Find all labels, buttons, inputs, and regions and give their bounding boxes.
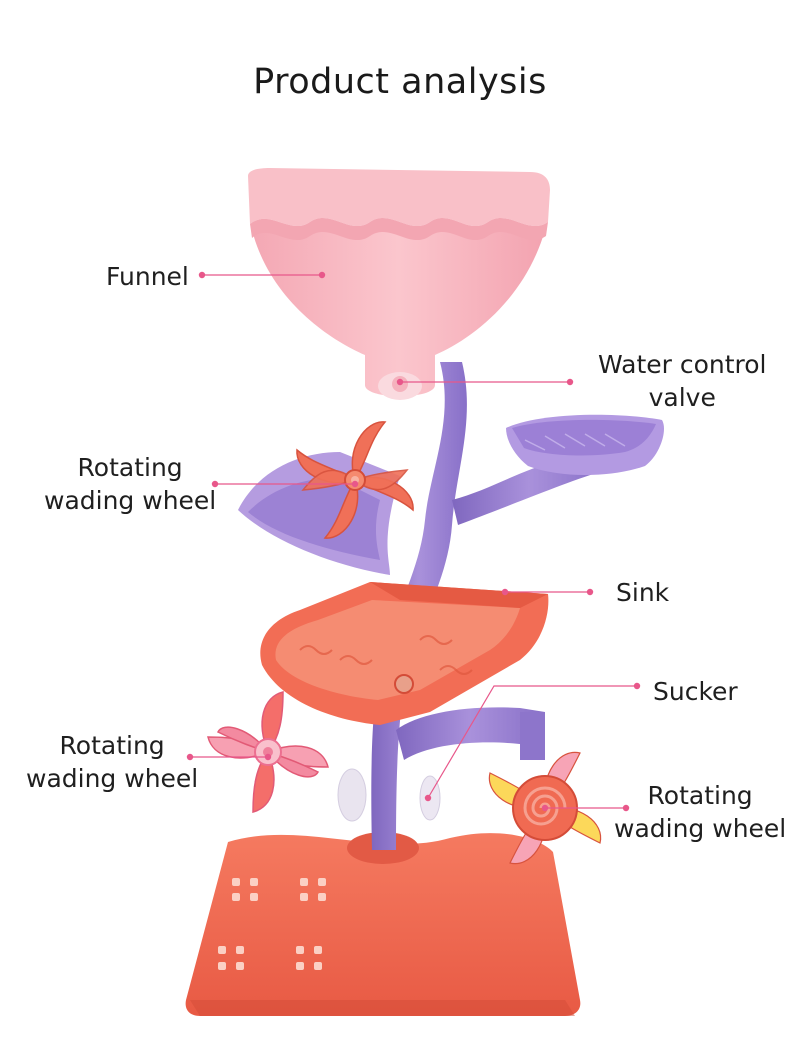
label-rotating-wading-wheel-right: Rotating wading wheel — [614, 781, 787, 843]
label-rotating-wading-wheel-left: Rotating wading wheel — [26, 731, 199, 793]
label-sucker: Sucker — [653, 677, 738, 706]
funnel-shape — [248, 168, 550, 400]
page-title: Product analysis — [253, 62, 547, 102]
label-funnel: Funnel — [106, 262, 189, 291]
sink-tray — [260, 582, 549, 725]
basket — [506, 414, 665, 475]
label-sink: Sink — [616, 578, 670, 607]
label-rotating-wading-wheel-top: Rotating wading wheel — [44, 453, 217, 515]
label-water-control-valve: Water control valve — [598, 350, 767, 412]
top-pinwheel — [296, 421, 414, 539]
base-platform — [185, 832, 581, 1016]
leader-lines — [186, 271, 641, 812]
left-pinwheel — [207, 691, 329, 813]
